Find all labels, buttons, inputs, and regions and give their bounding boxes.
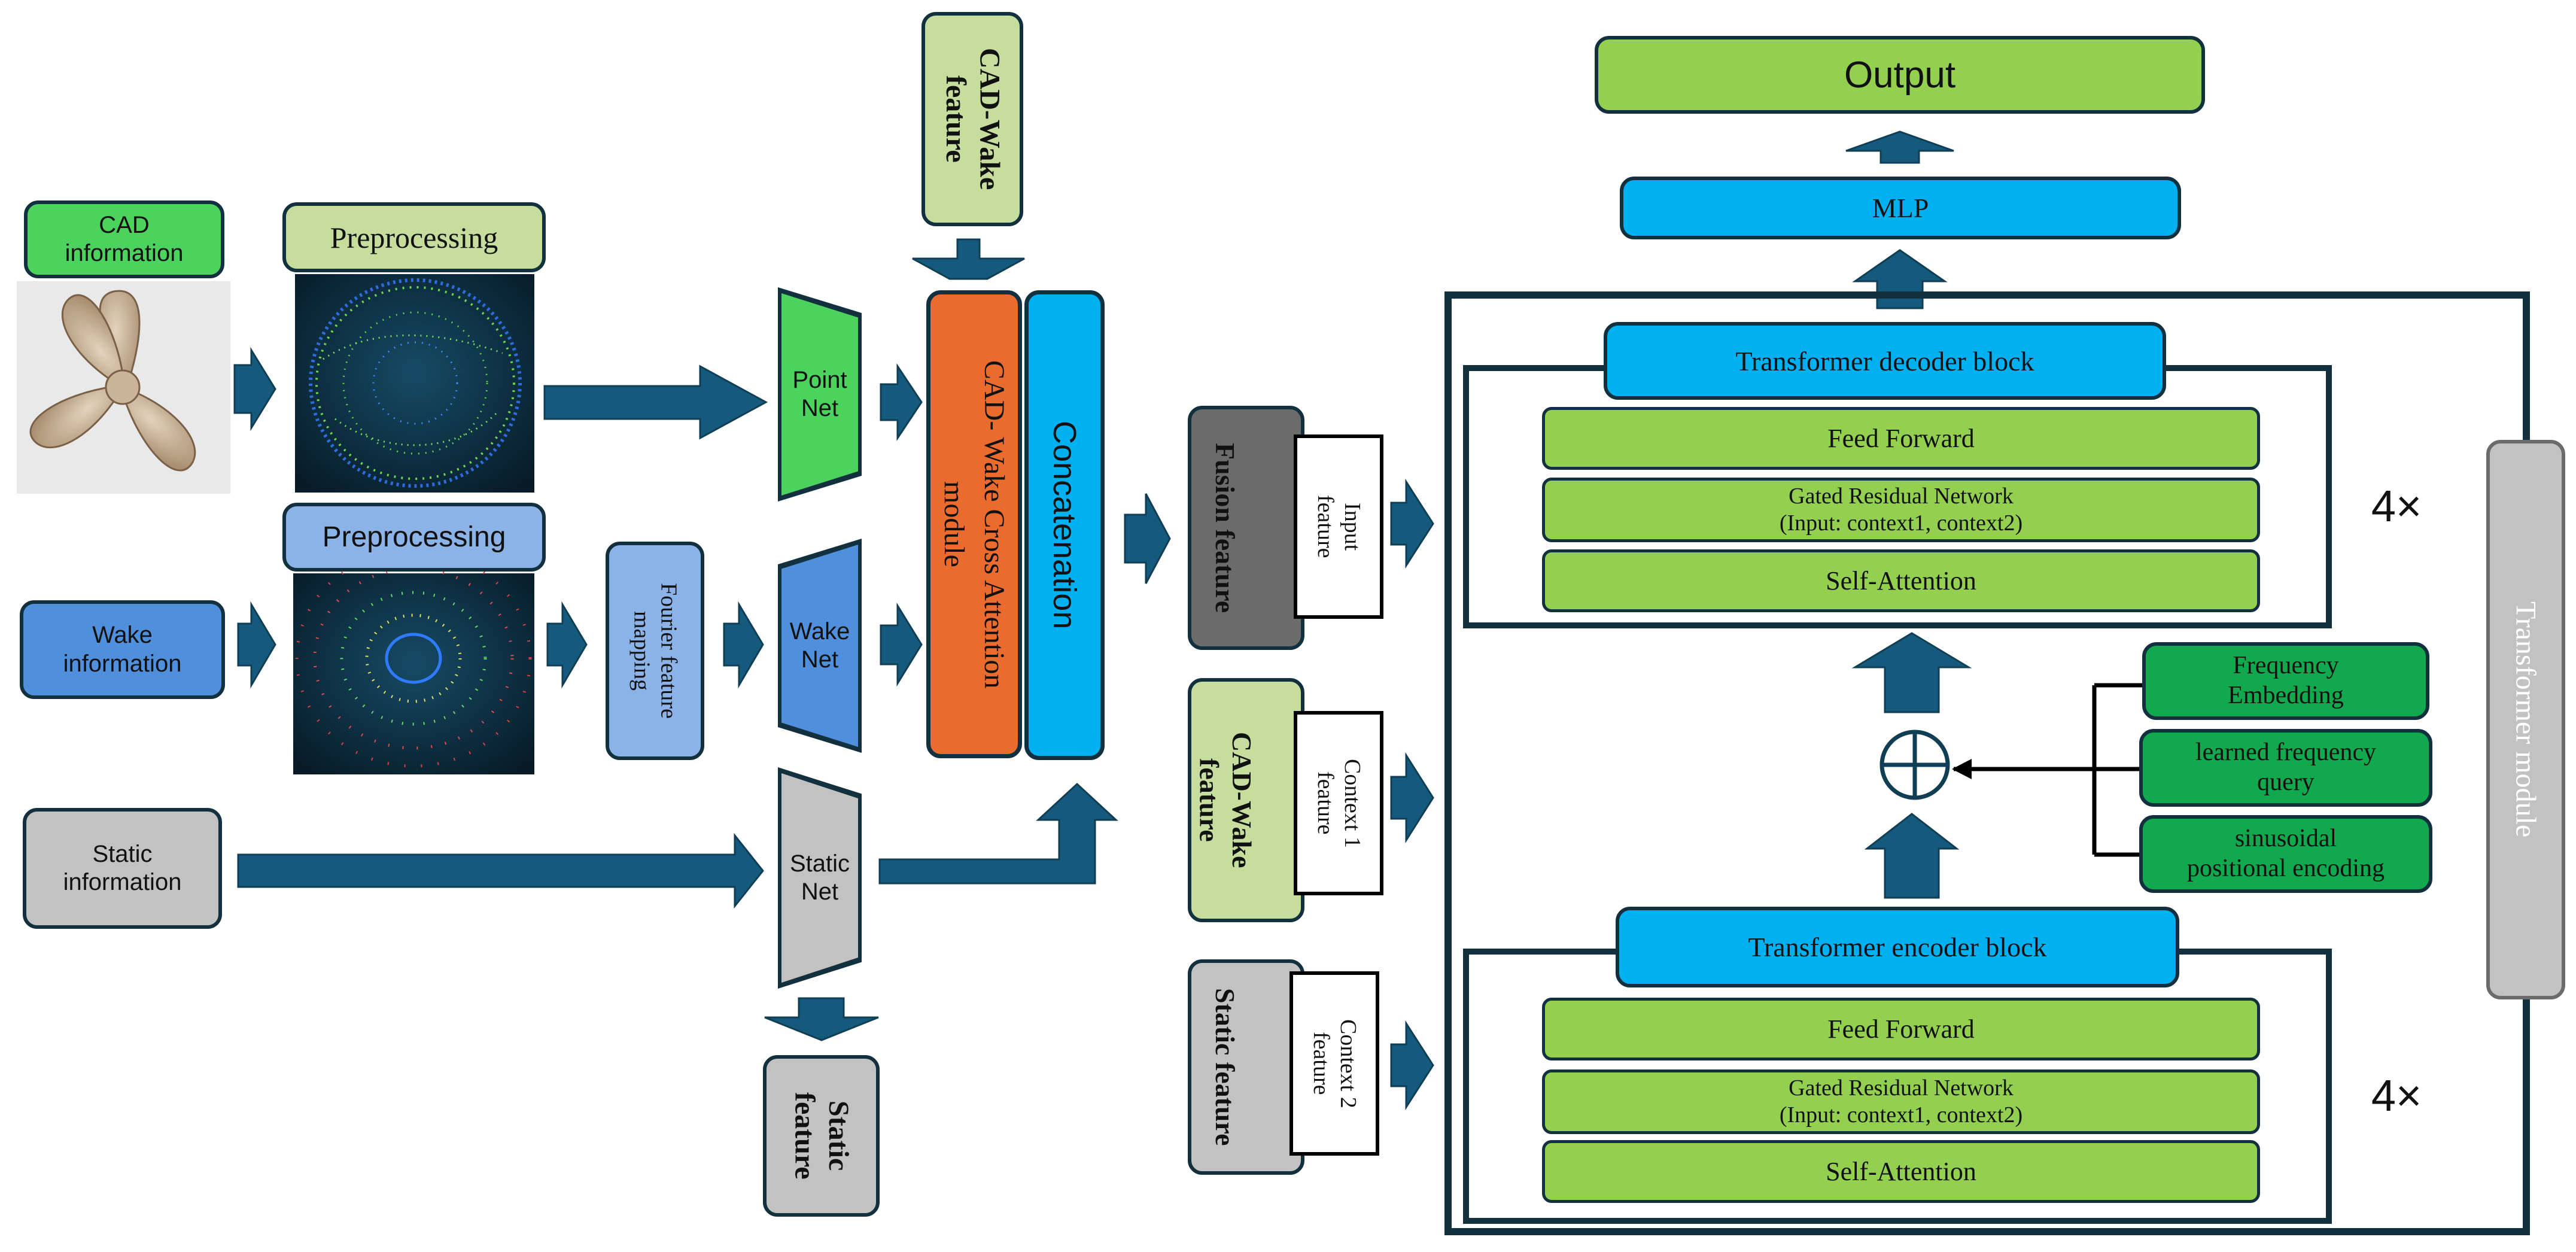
flow-arrows [233,130,1972,1111]
frequency-embedding-box: Frequency Embedding [2142,642,2429,720]
static-net-box: Static Net [781,773,858,983]
point-net-box: Point Net [781,293,858,496]
encoder-feed-forward: Feed Forward [1542,998,2260,1060]
static-information-box: Static information [23,808,222,929]
wake-points-image [293,549,534,774]
arrowhead-to-sum [1952,759,1972,779]
context1-feature-label: Context 1 feature [1294,711,1383,895]
context2-feature-label: Context 2 feature [1289,971,1379,1156]
decoder-gated-residual-network: Gated Residual Network (Input: context1,… [1542,478,2260,542]
encoder-gated-residual-network: Gated Residual Network (Input: context1,… [1542,1069,2260,1134]
static-feature-tab: Static feature [1188,959,1304,1175]
static-feature-output: Static feature [763,1055,880,1217]
fusion-input-feature-label: Input feature [1294,434,1383,619]
learned-frequency-query-box: learned frequency query [2139,729,2432,807]
decoder-self-attention: Self-Attention [1542,549,2260,612]
wake-net-box: Wake Net [781,545,858,747]
output-box: Output [1595,36,2205,114]
concatenation-block: Concatenation [1024,290,1105,760]
cad-information-box: CAD information [24,200,224,278]
transformer-decoder-block: Transformer decoder block [1604,322,2166,400]
fourier-feature-mapping-box: Fourier feature mapping [606,542,704,760]
preprocessing-label-top: Preprocessing [282,202,546,272]
sum-operator-icon [1879,730,1950,800]
wake-information-box: Wake information [20,600,225,699]
encoder-repeat-count: 4× [2371,1070,2422,1120]
mlp-box: MLP [1620,177,2181,239]
decoder-feed-forward: Feed Forward [1542,407,2260,470]
sinusoidal-positional-encoding-box: sinusoidal positional encoding [2139,815,2432,893]
embedding-connectors [1954,683,2148,857]
cross-attention-module: CAD- Wake Cross Attention module [926,290,1022,758]
cad-wake-feature-output: CAD-Wake feature [921,12,1023,226]
transformer-encoder-block: Transformer encoder block [1616,907,2179,987]
point-cloud-image [295,274,534,493]
decoder-repeat-count: 4× [2371,481,2422,531]
preprocessing-label-bottom: Preprocessing [282,503,546,572]
propeller-image [17,281,230,494]
cad-wake-feature-tab: CAD-Wake feature [1188,678,1304,922]
encoder-self-attention: Self-Attention [1542,1140,2260,1203]
transformer-module-label: Transformer module [2486,440,2565,999]
fusion-feature-tab: Fusion feature [1188,406,1304,650]
